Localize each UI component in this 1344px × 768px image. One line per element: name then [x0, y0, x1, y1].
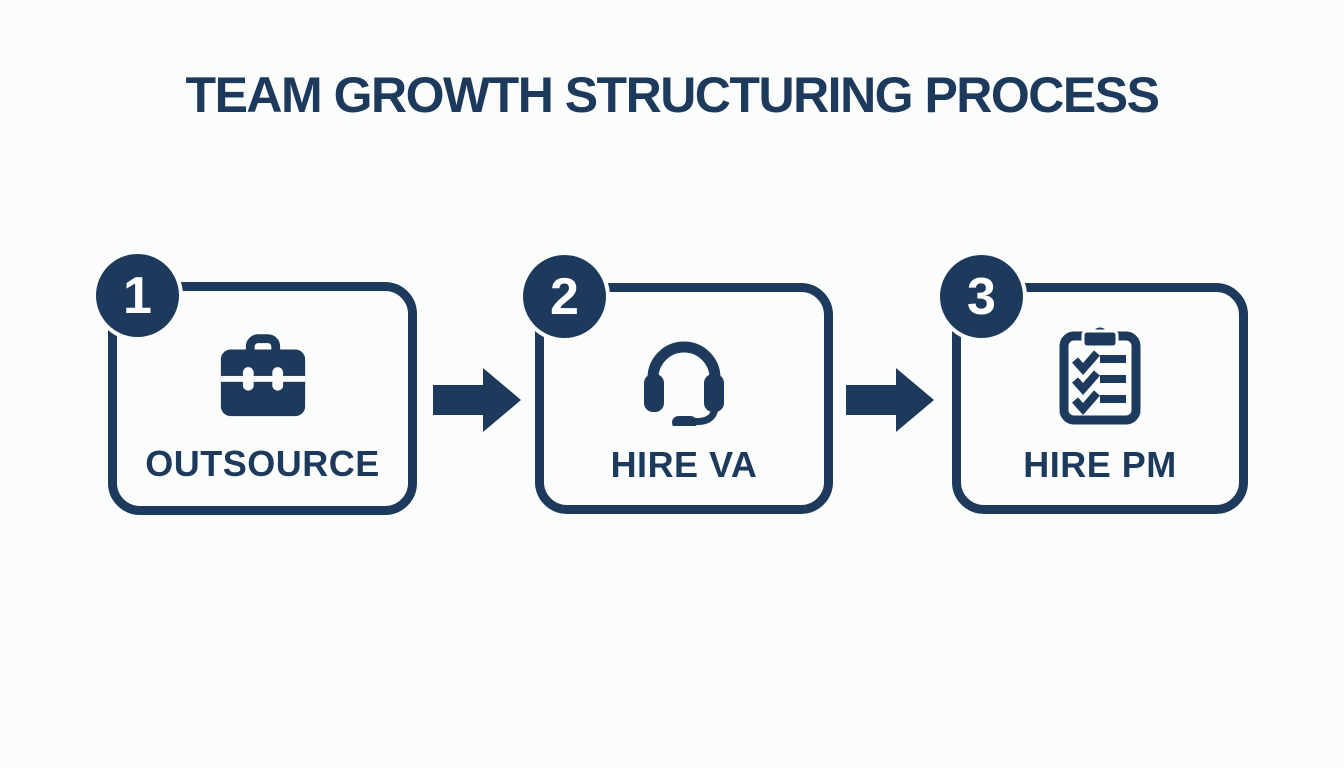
step-box-outsource: 1 OUTSOURCE [96, 254, 417, 515]
page-title: TEAM GROWTH STRUCTURING PROCESS [185, 67, 1160, 123]
step-box-hire-va: 2 HIRE VA [523, 255, 833, 514]
step-box-hire-pm: 3 HIRE PM [940, 255, 1248, 514]
step-number-badge: 1 [96, 254, 179, 337]
briefcase-icon [214, 327, 312, 424]
step-label: HIRE PM [1023, 444, 1177, 485]
step-label: OUTSOURCE [145, 443, 380, 484]
clipboard-checklist-icon [1058, 322, 1142, 431]
step-number-badge: 2 [523, 255, 606, 338]
right-arrow-icon [846, 365, 936, 440]
right-arrow-icon [433, 365, 523, 440]
headset-icon [639, 328, 729, 431]
step-number-badge: 3 [940, 255, 1023, 338]
step-label: HIRE VA [610, 444, 758, 485]
